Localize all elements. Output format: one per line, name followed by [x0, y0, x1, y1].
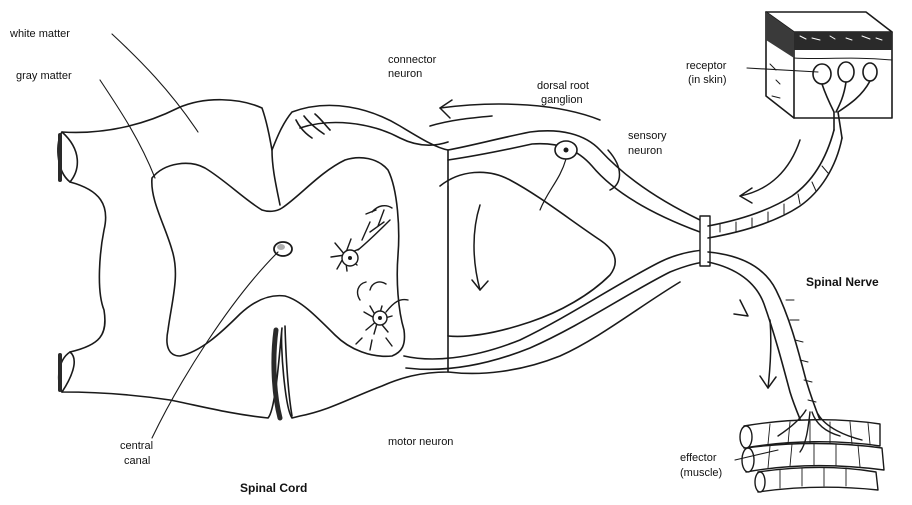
- label-spinal-nerve: Spinal Nerve: [806, 276, 879, 289]
- label-connector-neuron-line2: neuron: [388, 68, 422, 81]
- label-central-canal-line2: canal: [124, 455, 150, 468]
- label-sensory-neuron-line1: sensory: [628, 130, 667, 143]
- connector-neuron-cell: [331, 206, 392, 271]
- label-connector-neuron-line1: connector: [388, 54, 436, 67]
- label-spinal-cord: Spinal Cord: [240, 482, 307, 495]
- label-receptor-line1: receptor: [686, 60, 726, 73]
- label-motor-neuron: motor neuron: [388, 436, 453, 449]
- label-effector-line1: effector: [680, 452, 717, 465]
- label-effector-line2: (muscle): [680, 467, 722, 480]
- label-white-matter: white matter: [10, 28, 70, 41]
- label-receptor-line2: (in skin): [688, 74, 727, 87]
- label-dorsal-root-line1: dorsal root: [537, 80, 589, 93]
- dorsal-root: [448, 131, 708, 222]
- impulse-arrows: [440, 100, 800, 388]
- spinal-cord-outline: [62, 100, 448, 418]
- skin-receptor-block: [766, 12, 892, 138]
- muscle-effector-shape: [740, 410, 884, 492]
- gray-matter: [152, 158, 405, 357]
- label-dorsal-root-line2: ganglion: [541, 94, 583, 107]
- label-gray-matter: gray matter: [16, 70, 72, 83]
- label-central-canal-line1: central: [120, 440, 153, 453]
- label-sensory-neuron-line2: neuron: [628, 145, 662, 158]
- ventral-root: [404, 250, 708, 359]
